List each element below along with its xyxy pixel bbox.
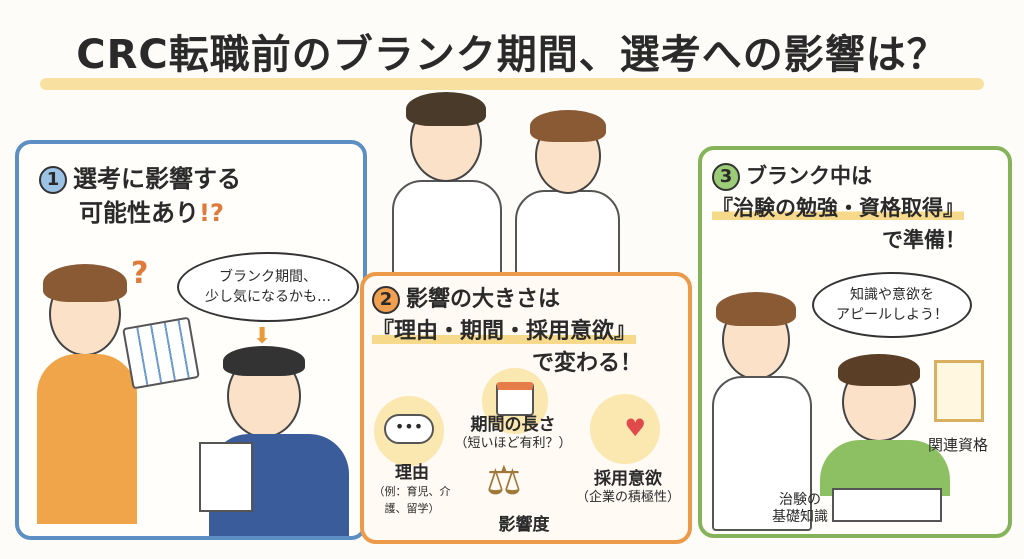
speech-bubble: ブランク期間、少し気になるかも… xyxy=(177,252,359,322)
heading-line: 『治験の勉強・資格取得』 xyxy=(712,196,964,220)
calendar-icon xyxy=(122,316,200,390)
number-badge: 2 xyxy=(372,286,400,314)
factor-note: （短いほど有利？） xyxy=(454,436,572,451)
study-label-line: 基礎知識 xyxy=(772,509,828,525)
calendar-clock-icon xyxy=(482,368,548,434)
heading-line: で準備！ xyxy=(882,228,966,252)
arrow-down-icon: ⬇ xyxy=(253,324,272,349)
heading-mark: !? xyxy=(199,199,224,227)
speech-line: アピールしよう！ xyxy=(836,307,948,323)
muscle-heart-icon: ♥ xyxy=(590,394,660,464)
factor-label: 理由 xyxy=(395,463,429,483)
certificate-icon xyxy=(934,360,984,422)
factor-motivation: 採用意欲（企業の積極性） xyxy=(564,464,692,506)
factor-label: 採用意欲 xyxy=(594,469,662,489)
factor-label: 期間の長さ xyxy=(470,415,556,435)
open-book-icon xyxy=(832,488,942,522)
factor-note: （例：育児、介護、留学） xyxy=(373,485,451,515)
heading-line: で変わる！ xyxy=(532,351,643,376)
woman-body xyxy=(37,354,137,524)
center-label: 影響度 xyxy=(498,515,550,535)
document-icon xyxy=(199,442,253,512)
heading-line: 『理由・期間・採用意欲』 xyxy=(372,319,637,344)
factor-note: （企業の積極性） xyxy=(575,490,680,505)
male-doctor-coat xyxy=(392,180,502,275)
student-sweater xyxy=(820,440,950,496)
page-title: CRC転職前のブランク期間、選考への影響は？ xyxy=(76,32,948,78)
heading-line: ブランク中は xyxy=(746,164,872,188)
study-label: 治験の基礎知識 xyxy=(772,492,828,526)
male-doctor-hair xyxy=(406,92,486,126)
female-doctor-hair xyxy=(530,110,606,142)
title-underline xyxy=(40,78,984,90)
number-badge: 1 xyxy=(39,166,67,194)
speech-bubble: 知識や意欲をアピールしよう！ xyxy=(812,272,972,338)
woman-hair xyxy=(43,264,127,302)
speech-line: 知識や意欲を xyxy=(850,287,934,303)
female-doctor-coat xyxy=(515,190,620,275)
man-hair xyxy=(223,346,305,376)
female-doctor-coat xyxy=(712,376,812,531)
balance-scale-icon: ⚖ xyxy=(486,458,522,504)
student-hair xyxy=(838,354,920,386)
heading-line: 選考に影響する xyxy=(73,165,241,193)
number-badge: 3 xyxy=(712,163,740,191)
heading-line: 影響の大きさは xyxy=(406,287,561,312)
certificate-label: 関連資格 xyxy=(928,436,989,454)
factor-period: 期間の長さ（短いほど有利？） xyxy=(448,410,578,452)
study-label-line: 治験の xyxy=(779,492,821,508)
thought-cloud-icon: ••• xyxy=(374,396,444,466)
question-mark-icon: ? xyxy=(131,256,149,291)
speech-line: ブランク期間、 xyxy=(219,269,317,285)
speech-line: 少し気になるかも… xyxy=(205,289,331,305)
heading-line: 可能性あり xyxy=(79,199,199,227)
factor-reason: 理由（例：育児、介護、留学） xyxy=(364,458,460,517)
female-doctor-hair xyxy=(716,292,796,326)
